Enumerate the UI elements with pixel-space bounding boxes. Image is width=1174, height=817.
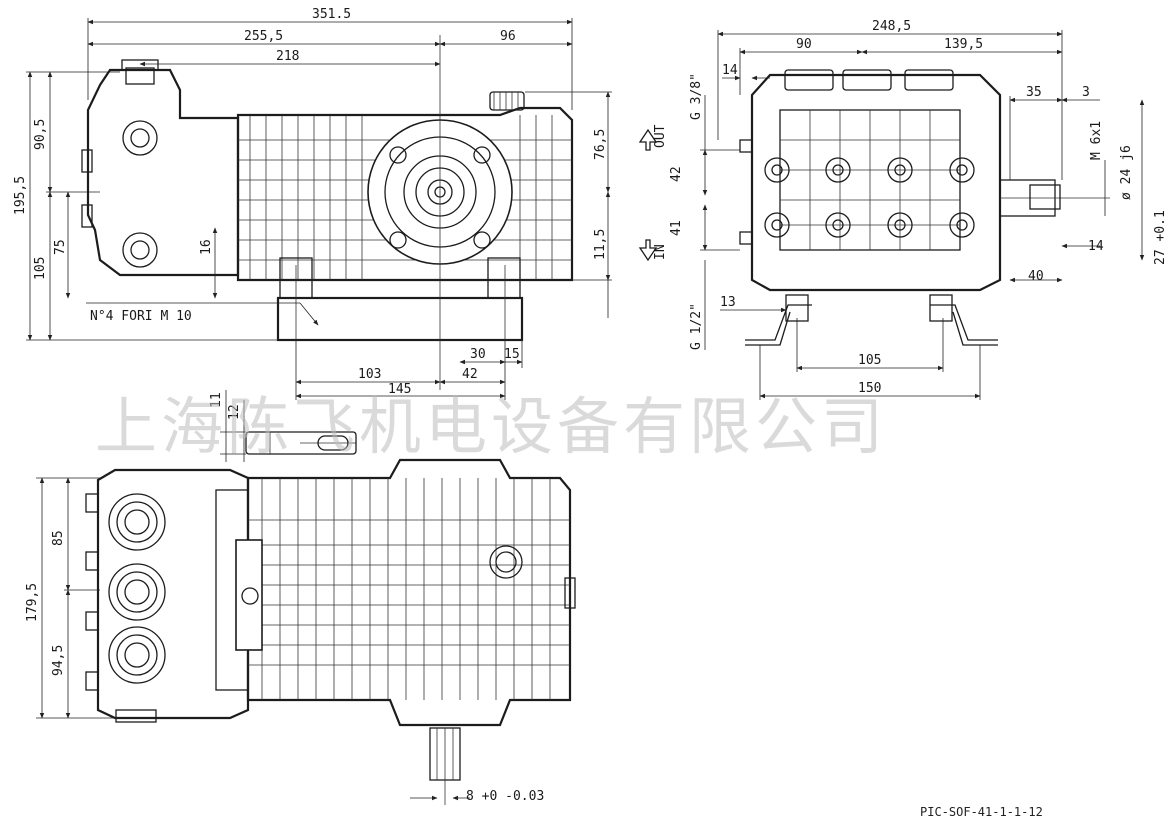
dim-255-5: 255,5	[244, 29, 283, 44]
dim-27: 27 +0.1	[1153, 210, 1168, 265]
top-view: 179,5 85 94,5 11 12 8 +0 -0.03	[25, 390, 576, 805]
dim-3: 3	[1082, 85, 1090, 100]
dim-m6x1: M 6x1	[1089, 121, 1104, 160]
dim-90: 90	[796, 37, 812, 52]
holes-note: N°4 FORI M 10	[90, 309, 192, 324]
dim-94-5: 94,5	[51, 645, 66, 676]
dim-139-5: 139,5	[944, 37, 983, 52]
dim-41: 41	[669, 220, 684, 236]
inlet-arrow-icon: IN	[638, 239, 668, 262]
dim-248-5: 248,5	[872, 19, 911, 34]
dim-76-5: 76,5	[593, 129, 608, 160]
dim-11-5: 11,5	[593, 229, 608, 260]
dim-105-side: 105	[858, 353, 881, 368]
dim-96: 96	[500, 29, 516, 44]
dim-103: 103	[358, 367, 381, 382]
dim-90-5: 90,5	[33, 119, 48, 150]
dim-g38: G 3/8"	[689, 73, 704, 120]
dim-195-5: 195,5	[13, 176, 28, 215]
dim-35: 35	[1026, 85, 1042, 100]
dim-150: 150	[858, 381, 881, 396]
dim-218: 218	[276, 49, 299, 64]
dim-42: 42	[462, 367, 478, 382]
dim-179-5: 179,5	[25, 583, 40, 622]
dim-13: 13	[720, 295, 736, 310]
dim-15: 15	[504, 347, 520, 362]
dim-8: 8 +0 -0.03	[466, 789, 544, 804]
dim-145: 145	[388, 382, 411, 397]
dim-105: 105	[33, 257, 48, 280]
dim-30: 30	[470, 347, 486, 362]
dim-42-side: 42	[669, 166, 684, 182]
dim-12: 12	[227, 404, 242, 420]
dim-14-top: 14	[722, 63, 738, 78]
outlet-arrow-icon: OUT	[638, 124, 668, 151]
dim-351-5: 351.5	[312, 7, 351, 22]
front-view: 351.5 255,5 218 96 195,5 90,5 105 75 16 …	[13, 7, 612, 400]
svg-text:IN: IN	[653, 244, 668, 260]
dim-85: 85	[51, 530, 66, 546]
watermark: 上海陈飞机电设备有限公司	[95, 390, 887, 463]
svg-text:OUT: OUT	[653, 124, 668, 148]
dim-16: 16	[199, 239, 214, 255]
dim-dia-24: ø 24 j6	[1119, 145, 1134, 200]
dim-75: 75	[53, 239, 68, 255]
dim-g12: G 1/2"	[689, 303, 704, 350]
side-view: 248,5 90 139,5 14 G 3/8" 42 41 13 G 1/2"…	[638, 19, 1168, 400]
dim-11: 11	[209, 392, 224, 408]
footer-code: PIC-SOF-41-1-1-12	[920, 805, 1043, 817]
dim-14-right: 14	[1088, 239, 1104, 254]
dim-40: 40	[1028, 269, 1044, 284]
